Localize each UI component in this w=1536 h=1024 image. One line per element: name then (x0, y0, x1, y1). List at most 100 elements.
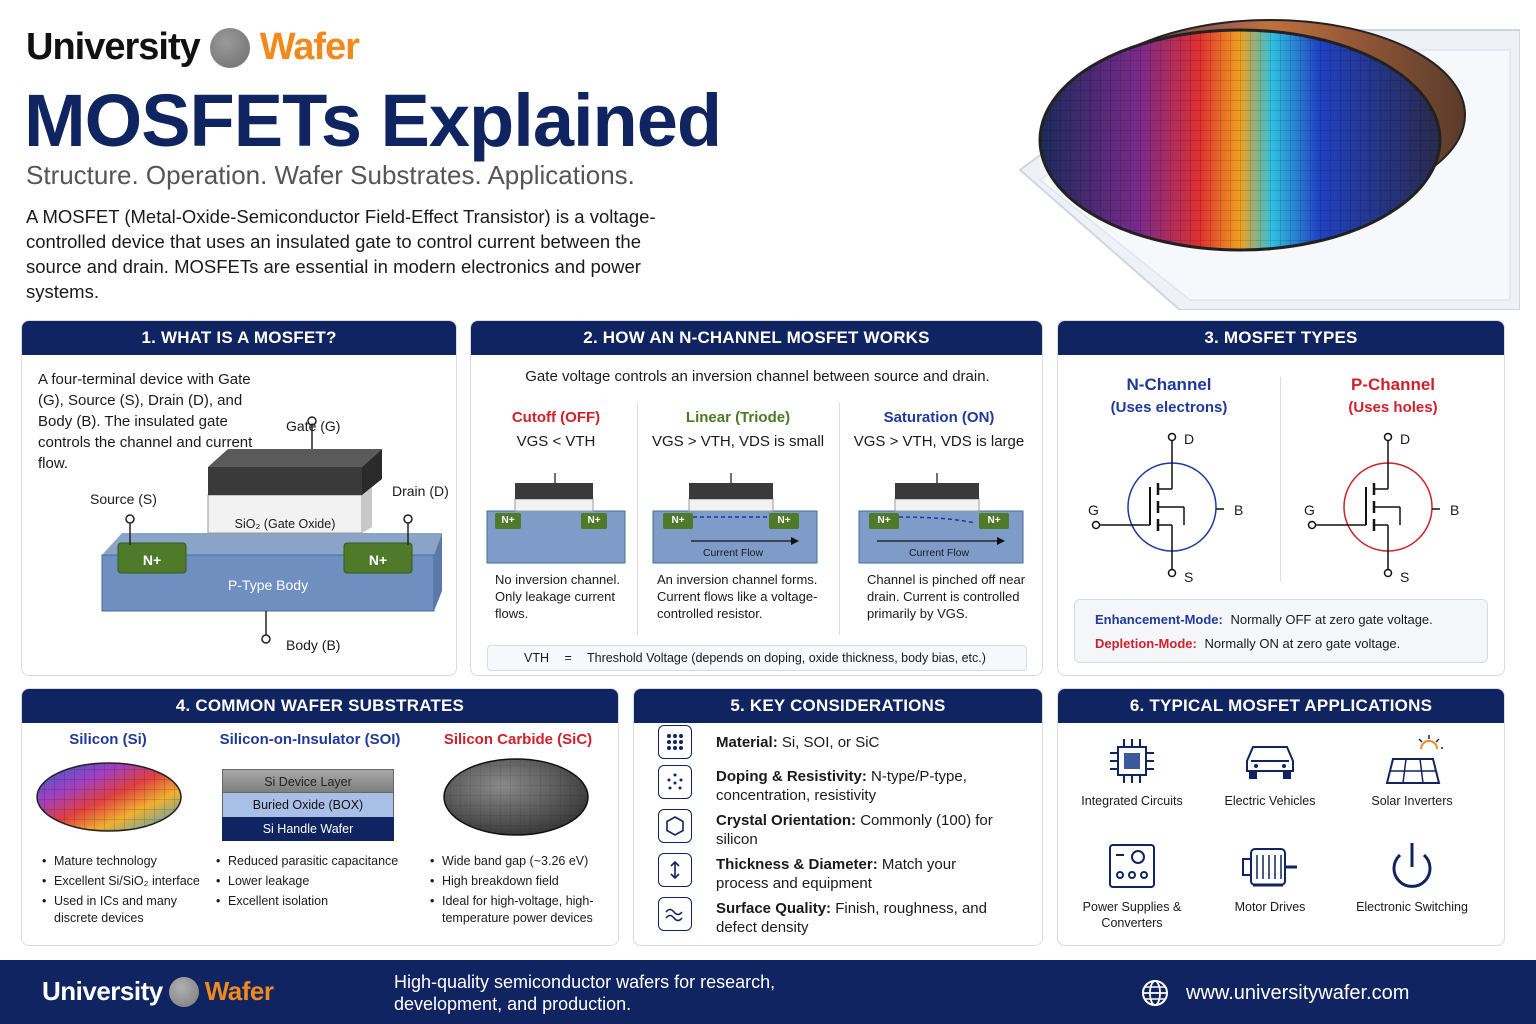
brand-logo: University Wafer (26, 26, 360, 69)
consideration-orientation: Crystal Orientation: Commonly (100) for … (658, 809, 1006, 849)
consideration-text: Finish, roughness, and defect density (716, 900, 987, 936)
consideration-label: Thickness & Diameter: (716, 856, 878, 873)
nplus-source-label: N+ (142, 552, 162, 568)
consideration-material: Material: Si, SOI, or SiC (658, 725, 1006, 759)
panel6-title: 6. TYPICAL MOSFET APPLICATIONS (1058, 689, 1504, 723)
app-label: Electric Vehicles (1224, 794, 1316, 808)
linear-nplus-source-label: N+ (671, 515, 685, 526)
footer-brand-name-1: University (42, 976, 163, 1006)
consideration-text: Si, SOI, or SiC (781, 734, 880, 751)
car-icon (1246, 746, 1294, 779)
enhancement-text: Normally OFF at zero gate voltage. (1230, 612, 1433, 627)
mode-saturation-title: Saturation (ON) (883, 409, 995, 426)
enhancement-mode-row: Enhancement-Mode: Normally OFF at zero g… (1095, 612, 1433, 627)
chip-icon (1110, 739, 1154, 783)
si-bullet: Used in ICs and many discrete devices (42, 893, 202, 927)
n-term-b: B (1234, 502, 1244, 518)
n-term-s: S (1184, 569, 1194, 585)
panel2-title: 2. HOW AN N-CHANNEL MOSFET WORKS (471, 321, 1042, 355)
si-bullet: Mature technology (42, 853, 202, 870)
sic-bullet: Wide band gap (~3.26 eV) (430, 853, 618, 870)
app-label: Motor Drives (1234, 900, 1306, 914)
panel-mosfet-types: 3. MOSFET TYPES N-Channel (Uses electron… (1057, 320, 1505, 676)
footer-brand-logo: University Wafer (42, 976, 274, 1007)
consideration-label: Doping & Resistivity: (716, 768, 867, 785)
soi-bullet: Reduced parasitic capacitance (216, 853, 416, 870)
wafer-tray-image (1018, 19, 1520, 310)
si-bullets: Mature technology Excellent Si/SiO₂ inte… (42, 853, 202, 930)
app-motor-drives: Motor Drives (1210, 841, 1330, 915)
sic-wafer-image (443, 758, 589, 836)
app-label: Electronic Switching (1356, 900, 1468, 914)
mode-linear-desc: An inversion channel forms. Current flow… (657, 572, 818, 621)
intro-paragraph: A MOSFET (Metal-Oxide-Semiconductor Fiel… (26, 206, 656, 302)
panel1-description: A four-terminal device with Gate (G), So… (38, 371, 253, 472)
app-integrated-circuits: Integrated Circuits (1072, 735, 1192, 809)
app-electronic-switching: Electronic Switching (1352, 841, 1472, 915)
mode-cutoff-desc: No inversion channel. Only leakage curre… (495, 572, 621, 621)
vth-description: Threshold Voltage (depends on doping, ox… (587, 651, 986, 665)
footer-website-link[interactable]: www.universitywafer.com (1140, 978, 1409, 1008)
consideration-text: Match your process and equipment (716, 856, 957, 892)
footer-tagline: High-quality semiconductor wafers for re… (394, 972, 776, 1014)
consideration-text: N-type/P-type, concentration, resistivit… (716, 768, 967, 804)
soi-bullet: Lower leakage (216, 873, 416, 890)
ptype-body-label: P-Type Body (227, 577, 309, 593)
consideration-label: Crystal Orientation: (716, 812, 857, 829)
grid-icon (658, 725, 692, 759)
sic-bullets: Wide band gap (~3.26 eV) High breakdown … (430, 853, 618, 930)
mosfet-structure-diagram (101, 416, 442, 644)
nplus-drain-label: N+ (368, 552, 388, 568)
soi-stack-diagram: Si Device Layer Buried Oxide (BOX) Si Ha… (222, 769, 394, 841)
consideration-surface: Surface Quality: Finish, roughness, and … (658, 897, 1006, 937)
panel-what-is-mosfet: 1. WHAT IS A MOSFET? A four-terminal dev… (21, 320, 457, 676)
p-term-b: B (1450, 502, 1460, 518)
footer: University Wafer High-quality semiconduc… (0, 960, 1536, 1024)
website-text[interactable]: www.universitywafer.com (1186, 981, 1410, 1004)
si-bullet: Excellent Si/SiO₂ interface (42, 873, 202, 890)
saturation-device-diagram (858, 473, 1024, 564)
p-term-s: S (1400, 569, 1410, 585)
motor-icon (1242, 848, 1297, 887)
depletion-label: Depletion-Mode: (1095, 636, 1197, 651)
nchannel-title: N-Channel (1126, 375, 1212, 394)
soi-bullets: Reduced parasitic capacitance Lower leak… (216, 853, 416, 913)
pchannel-subtitle: (Uses holes) (1348, 399, 1438, 416)
soi-box-layer: Buried Oxide (BOX) (222, 793, 394, 817)
sic-bullet: High breakdown field (430, 873, 618, 890)
si-title: Silicon (Si) (69, 731, 147, 748)
sic-title: Silicon Carbide (SiC) (443, 731, 593, 748)
pchannel-symbol-icon (1307, 432, 1440, 578)
app-solar-inverters: Solar Inverters (1352, 735, 1472, 809)
mode-linear-title: Linear (Triode) (685, 409, 791, 426)
page-title: MOSFETs Explained (24, 79, 722, 162)
globe-icon (1142, 980, 1168, 1006)
app-label: Integrated Circuits (1081, 794, 1183, 808)
depletion-mode-row: Depletion-Mode: Normally ON at zero gate… (1095, 636, 1400, 651)
mode-cutoff-title: Cutoff (OFF) (511, 409, 601, 426)
panel3-title: 3. MOSFET TYPES (1058, 321, 1504, 355)
mode-cutoff-condition: VGS < VTH (516, 433, 596, 450)
linear-device-diagram (652, 473, 818, 564)
vth-equals: = (564, 651, 572, 665)
panel4-title: 4. COMMON WAFER SUBSTRATES (22, 689, 618, 723)
p-term-g: G (1304, 502, 1315, 518)
wave-icon (658, 897, 692, 931)
mode-saturation-desc: Channel is pinched off near drain. Curre… (867, 572, 1026, 621)
dots-icon (658, 765, 692, 799)
consideration-label: Surface Quality: (716, 900, 832, 917)
drain-label: Drain (D) (392, 483, 449, 499)
power-icon (1392, 843, 1432, 888)
page-subtitle: Structure. Operation. Wafer Substrates. … (26, 160, 635, 190)
depletion-text: Normally ON at zero gate voltage. (1204, 636, 1401, 651)
gate-oxide-label: SiO₂ (Gate Oxide) (234, 517, 336, 531)
consideration-doping: Doping & Resistivity: N-type/P-type, con… (658, 765, 1006, 805)
arrows-icon (658, 853, 692, 887)
app-electric-vehicles: Electric Vehicles (1210, 735, 1330, 809)
cutoff-device-diagram (486, 473, 626, 564)
linear-nplus-drain-label: N+ (777, 515, 791, 526)
linear-current-flow-label: Current Flow (702, 547, 764, 559)
mode-linear-condition: VGS > VTH, VDS is small (651, 433, 825, 450)
pchannel-title: P-Channel (1350, 375, 1436, 394)
consideration-text: Commonly (100) for silicon (716, 812, 993, 848)
